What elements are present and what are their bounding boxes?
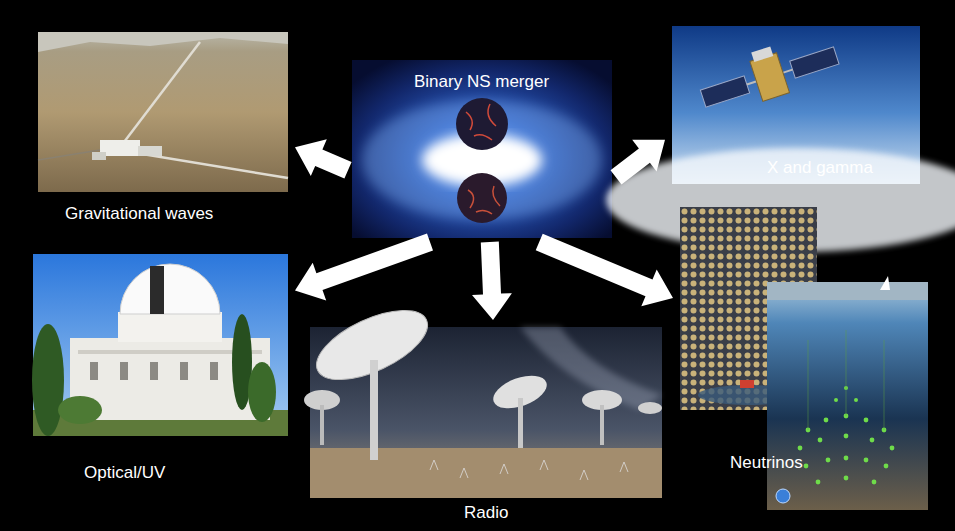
block-arrow: [295, 139, 352, 178]
image-panel: Neutrinos: [680, 207, 928, 510]
messenger-label: X and gamma: [767, 158, 873, 177]
messenger-label: Neutrinos: [730, 453, 803, 472]
panel-title: Binary NS merger: [414, 72, 549, 91]
text-holder: Optical/UV: [84, 463, 165, 483]
text-holder: Gravitational waves: [65, 204, 213, 224]
messenger-label: Optical/UV: [84, 463, 165, 482]
block-arrow: [611, 140, 666, 185]
text-holder: Binary NS merger: [414, 72, 549, 92]
image-panel: Radio: [310, 327, 662, 498]
text-holder: Radio: [464, 503, 508, 523]
messenger-label: Gravitational waves: [65, 204, 213, 223]
block-arrow: [536, 234, 673, 307]
block-arrow: [472, 242, 512, 320]
image-panel: Gravitational waves: [38, 32, 288, 192]
image-panel: Optical/UV: [33, 254, 288, 436]
image-panel: Binary NS merger: [352, 60, 612, 238]
image-panel: X and gamma: [672, 26, 920, 184]
text-holder: Neutrinos: [730, 453, 803, 473]
block-arrow: [295, 234, 433, 301]
text-holder: X and gamma: [767, 158, 873, 178]
messenger-label: Radio: [464, 503, 508, 522]
